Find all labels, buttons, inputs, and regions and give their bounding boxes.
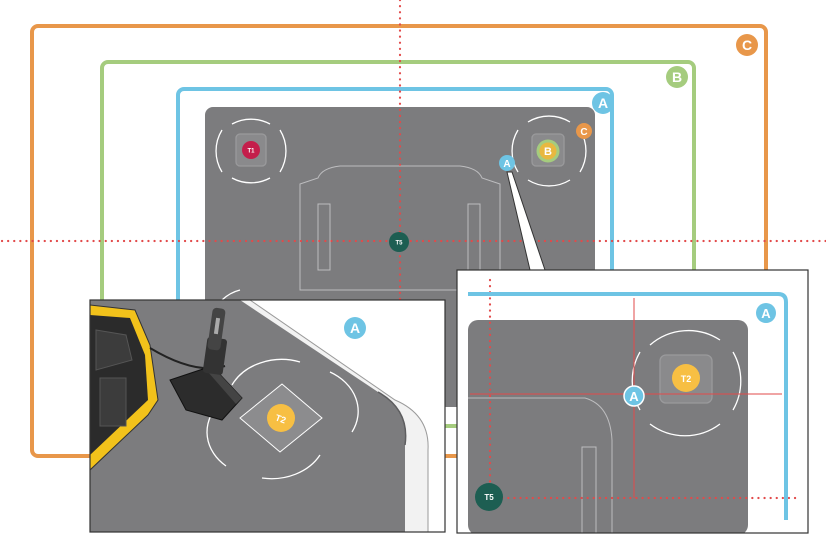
zone-b-badge	[666, 66, 688, 88]
zone-c-marker	[576, 123, 592, 139]
zone-b-marker	[536, 139, 560, 163]
detail-right-t5-label: T5	[484, 493, 494, 502]
detail-right-zone-a-point-label: A	[629, 389, 639, 404]
detail-right-zone-a-badge-label: A	[761, 306, 771, 321]
detail-right-zone-a-boundary	[468, 292, 788, 520]
zone-a-badge	[592, 92, 614, 114]
detail-left-t2-marker	[267, 404, 295, 432]
zone-a-marker	[499, 155, 515, 171]
detail-left-zone-a-label: A	[350, 320, 360, 336]
detail-left-panel: T2 A	[89, 299, 446, 533]
target-t5-label: T5	[395, 241, 403, 247]
device-outline	[299, 165, 501, 291]
zone-b-marker-label: B	[544, 146, 552, 158]
probe-tool	[169, 307, 243, 421]
detail-left-t2-label: T2	[274, 412, 287, 425]
target-t1-label: T1	[247, 149, 255, 155]
zone-c-badge	[736, 34, 758, 56]
detail-left-zone-a-badge	[344, 317, 366, 339]
zone-c-badge-label: C	[742, 37, 752, 53]
detail-right-zone-a-point	[623, 385, 645, 407]
target-t1-marker	[242, 141, 260, 159]
detail-right-t2-label: T2	[681, 374, 692, 384]
zone-a-badge-label: A	[598, 95, 608, 111]
detail-right-panel: T2 T5 A A	[456, 269, 809, 534]
zone-a-marker-label: A	[503, 159, 510, 170]
zone-c-marker-label: C	[580, 127, 587, 138]
detail-right-t5-marker	[475, 483, 503, 511]
zone-b-badge-label: B	[672, 69, 682, 85]
target-t5-marker	[389, 232, 409, 252]
detail-right-t2-marker	[672, 364, 700, 392]
detail-right-zone-a-badge	[756, 303, 776, 323]
